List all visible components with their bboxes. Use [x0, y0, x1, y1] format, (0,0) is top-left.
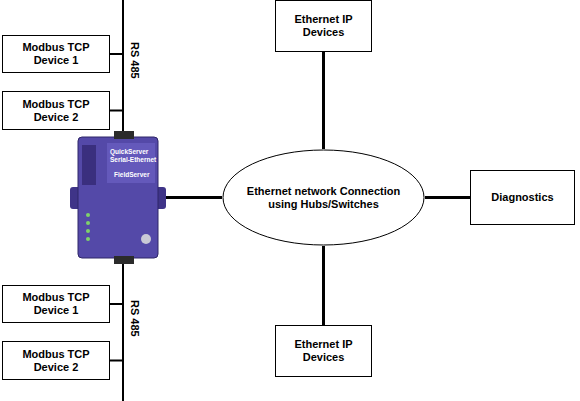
node-text: Ethernet IP Devices: [288, 13, 359, 39]
device-label: FieldServer: [114, 171, 149, 178]
device-box: Modbus TCP Device 2: [2, 341, 110, 380]
rs485-bus-connector: [110, 264, 123, 304]
device-box: Modbus TCP Device 1: [2, 35, 110, 73]
ethernet-connector: [425, 196, 470, 199]
device-box: Ethernet IP Devices: [275, 325, 372, 377]
status-led: [86, 229, 90, 233]
ethernet-connector: [322, 52, 325, 149]
status-led: [86, 213, 90, 217]
network-ellipse: Ethernet network Connection using Hubs/S…: [222, 149, 425, 246]
node-text: Modbus TCP Device 2: [17, 98, 95, 124]
node-text: Modbus TCP Device 1: [17, 41, 95, 67]
ethernet-connector: [166, 196, 222, 199]
rs485-bus-connector: [110, 111, 123, 132]
front-label: [107, 143, 155, 183]
node-text: Modbus TCP Device 2: [17, 348, 95, 374]
device-label: QuickServer: [110, 148, 148, 155]
device-box: Diagnostics: [470, 170, 575, 225]
ellipse-shape: [223, 150, 424, 245]
node-text: Ethernet IP Devices: [288, 338, 359, 364]
device-box: Ethernet IP Devices: [275, 0, 372, 52]
cert-badge: [141, 234, 151, 244]
serial-connector: [114, 131, 134, 139]
device-box: Modbus TCP Device 1: [2, 285, 110, 323]
bus-label: RS 485: [129, 42, 141, 79]
device-body: [78, 137, 158, 258]
status-led: [86, 221, 90, 225]
bus-label: RS 485: [129, 300, 141, 337]
gateway-device: QuickServerSerial-EthernetFieldServer: [70, 131, 166, 264]
status-led: [86, 237, 90, 241]
ethernet-connector: [322, 246, 325, 325]
terminal-strip: [82, 145, 96, 185]
rs485-bus-connector: [110, 264, 123, 361]
device-label: Serial-Ethernet: [110, 156, 156, 163]
node-text: Ethernet network Connection using Hubs/S…: [236, 185, 411, 211]
node-text: Modbus TCP Device 1: [17, 291, 95, 317]
node-text: Diagnostics: [491, 191, 553, 204]
device-box: Modbus TCP Device 2: [2, 91, 110, 130]
rs485-bus-line: [122, 0, 124, 60]
rs485-bus-connector: [110, 54, 123, 131]
serial-connector: [114, 256, 134, 264]
